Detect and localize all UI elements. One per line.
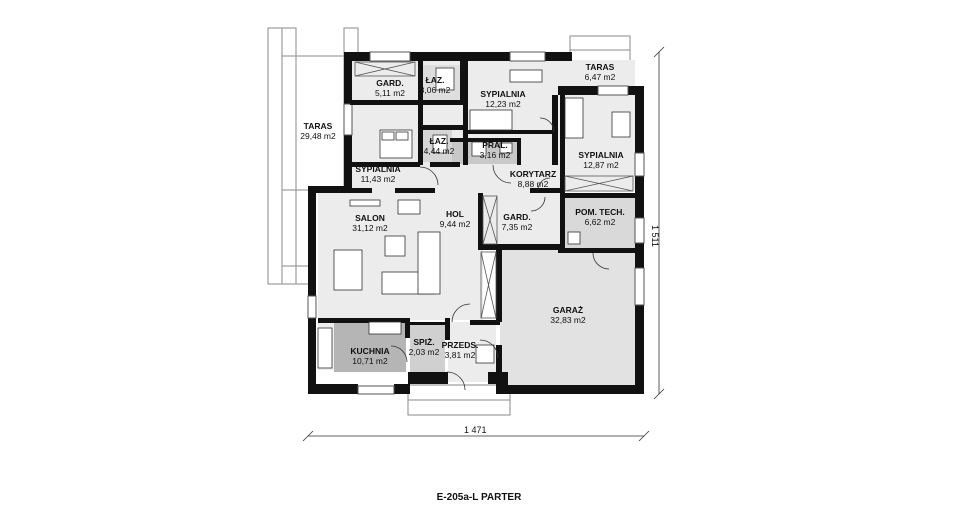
room-area: 2,03 m2 (408, 347, 440, 357)
room-label-spiz: SPIŻ.2,03 m2 (409, 337, 440, 357)
room-area: 5,11 m2 (374, 88, 406, 98)
room-area: 31,12 m2 (352, 223, 388, 233)
room-name: SYPIALNIA (480, 89, 526, 99)
room-name: SYPIALNIA (578, 150, 624, 160)
room-area: 4,44 m2 (423, 146, 455, 156)
outer-walls (308, 52, 644, 394)
room-area: 8,88 m2 (517, 179, 549, 189)
room-name: POM. TECH. (575, 207, 625, 217)
wardrobes (354, 61, 634, 319)
room-name: HOL (446, 209, 464, 219)
room-name: GARD. (376, 78, 404, 88)
room-area: 6,62 m2 (584, 217, 616, 227)
room-label-pral: PRAL.3,16 m2 (480, 140, 511, 160)
room-label-laz-mid: ŁAZ.4,44 m2 (424, 136, 455, 156)
inner-walls (318, 60, 635, 385)
plan-caption: E-205a-L PARTER (436, 492, 522, 503)
door-swings (390, 117, 610, 391)
width-dimension: 1 471 (464, 425, 487, 435)
room-area: 3,06 m2 (419, 85, 451, 95)
room-name: TARAS (303, 121, 333, 131)
room-label-pom-tech: POM. TECH.6,62 m2 (575, 207, 625, 227)
room-name: PRZEDS. (441, 340, 479, 350)
room-area: 10,71 m2 (352, 356, 388, 366)
height-dimension: 1 511 (650, 225, 660, 247)
entrance-steps (407, 384, 511, 416)
room-label-przeds: PRZEDS.3,81 m2 (442, 340, 479, 360)
dimension-lines (302, 46, 665, 442)
room-area: 3,16 m2 (479, 150, 511, 160)
room-label-gard-mid: GARD.7,35 m2 (502, 212, 533, 232)
windows (307, 51, 645, 395)
room-name: KORYTARZ (509, 169, 557, 179)
room-name: ŁAZ. (429, 136, 449, 146)
furniture (317, 67, 631, 369)
room-name: GARAŻ (552, 305, 584, 315)
room-area: 29,48 m2 (300, 131, 336, 141)
room-area: 7,35 m2 (501, 222, 533, 232)
room-area: 9,44 m2 (439, 219, 471, 229)
room-name: KUCHNIA (350, 346, 390, 356)
room-area: 3,81 m2 (444, 350, 476, 360)
room-area: 12,87 m2 (583, 160, 619, 170)
room-area: 6,47 m2 (584, 72, 616, 82)
room-area: 11,43 m2 (360, 174, 396, 184)
room-name: SYPIALNIA (355, 164, 401, 174)
room-name: PRAL. (482, 140, 508, 150)
room-name: GARD. (503, 212, 531, 222)
room-name: SALON (355, 213, 385, 223)
floor-fills (318, 60, 635, 385)
room-name: SPIŻ. (413, 337, 435, 347)
room-label-gard-top: GARD.5,11 m2 (375, 78, 405, 98)
room-area: 32,83 m2 (550, 315, 586, 325)
room-label-laz-top: ŁAZ.3,06 m2 (420, 75, 451, 95)
room-area: 12,23 m2 (485, 99, 521, 109)
room-name: TARAS (585, 62, 615, 72)
room-name: ŁAZ. (425, 75, 445, 85)
